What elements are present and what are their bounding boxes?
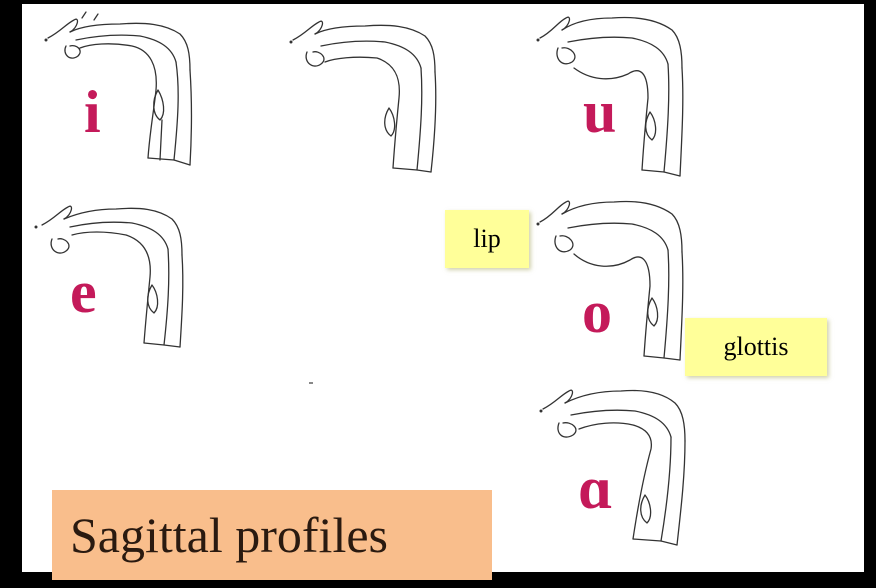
page-title: Sagittal profiles: [52, 490, 492, 580]
vowel-label-e: e: [70, 262, 97, 322]
sagittal-profile-unlabeled: [285, 12, 445, 177]
vowel-label-i: i: [84, 82, 101, 142]
sagittal-profile-e: [30, 195, 190, 355]
vowel-label-o: o: [582, 282, 612, 342]
vowel-label-u: u: [583, 82, 616, 142]
lip-annotation: lip: [445, 210, 529, 268]
glottis-annotation: glottis: [685, 318, 827, 376]
stray-mark: [309, 382, 313, 384]
vowel-label-a: ɑ: [578, 458, 612, 518]
sagittal-profile-i: [40, 10, 200, 175]
sagittal-profile-a: [535, 375, 695, 550]
